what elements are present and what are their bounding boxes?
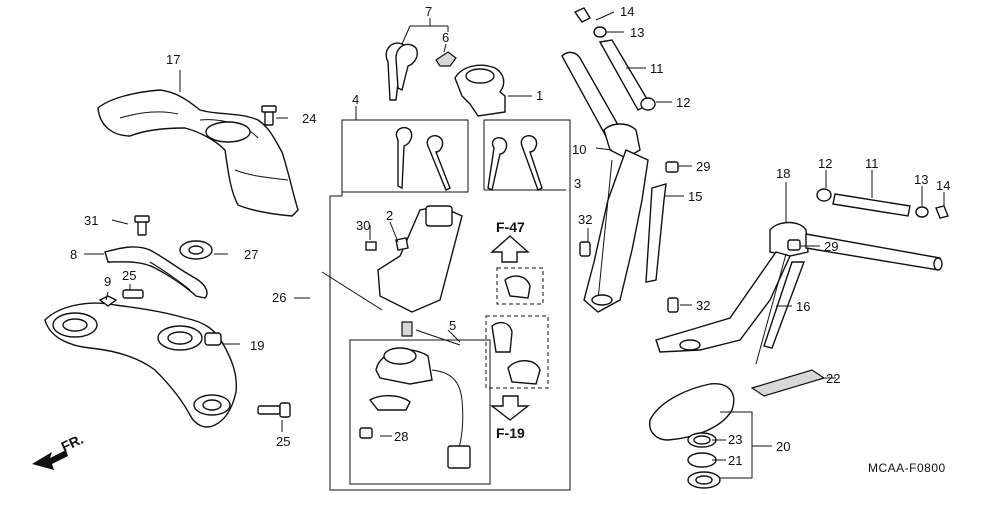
callout-13-left: 13 [630,25,644,40]
callout-12-left: 12 [676,95,690,110]
callout-6: 6 [442,30,449,45]
callout-labels: 1 2 3 4 5 6 7 8 9 10 11 11 12 12 13 13 1… [70,4,950,475]
callout-20: 20 [776,439,790,454]
callout-4: 4 [352,92,359,107]
front-label: FR. [59,431,86,455]
callout-21: 21 [728,453,742,468]
diagram-code: MCAA-F0800 [868,461,946,475]
callout-12-right: 12 [818,156,832,171]
callout-32-right: 32 [696,298,710,313]
key-set-part [385,42,506,117]
callout-28: 28 [394,429,408,444]
callout-30: 30 [356,218,370,233]
callout-2: 2 [386,208,393,223]
ref-down-label: F-19 [496,425,525,441]
callout-31: 31 [84,213,98,228]
leader-lines [84,11,945,479]
callout-16: 16 [796,299,810,314]
reference-insets [485,235,549,421]
group-frames [321,119,571,491]
callout-22: 22 [826,371,840,386]
callout-27: 27 [244,247,258,262]
callout-29-left: 29 [696,159,710,174]
callout-24: 24 [302,111,316,126]
callout-11-right: 11 [865,156,879,171]
callout-9: 9 [104,274,111,289]
callout-10: 10 [572,142,586,157]
callout-13-right: 13 [914,172,928,187]
front-arrow: FR. [32,431,86,470]
callout-3: 3 [574,176,581,191]
bar-end-parts [649,369,826,489]
callout-11-left: 11 [650,61,664,76]
seat-lock-part [359,347,471,469]
ref-up-label: F-47 [496,219,525,235]
callout-15: 15 [688,189,702,204]
callout-23: 23 [728,432,742,447]
callout-32-left: 32 [578,212,592,227]
callout-17: 17 [166,52,180,67]
callout-19: 19 [250,338,264,353]
handlebar-cover-part [97,89,299,217]
right-handlebar-part [655,188,949,365]
upper-bridge-part [44,105,291,428]
ignition-switch-part [365,126,543,337]
callout-25-top: 25 [122,268,136,283]
callout-25-bottom: 25 [276,434,290,449]
callout-1: 1 [536,88,543,103]
callout-29-right: 29 [824,239,838,254]
callout-7: 7 [425,4,432,19]
callout-5: 5 [449,318,456,333]
left-handlebar-part [561,7,679,313]
callout-18: 18 [776,166,790,181]
callout-26: 26 [272,290,286,305]
callout-8: 8 [70,247,77,262]
callout-14-left: 14 [620,4,634,19]
callout-14-right: 14 [936,178,950,193]
